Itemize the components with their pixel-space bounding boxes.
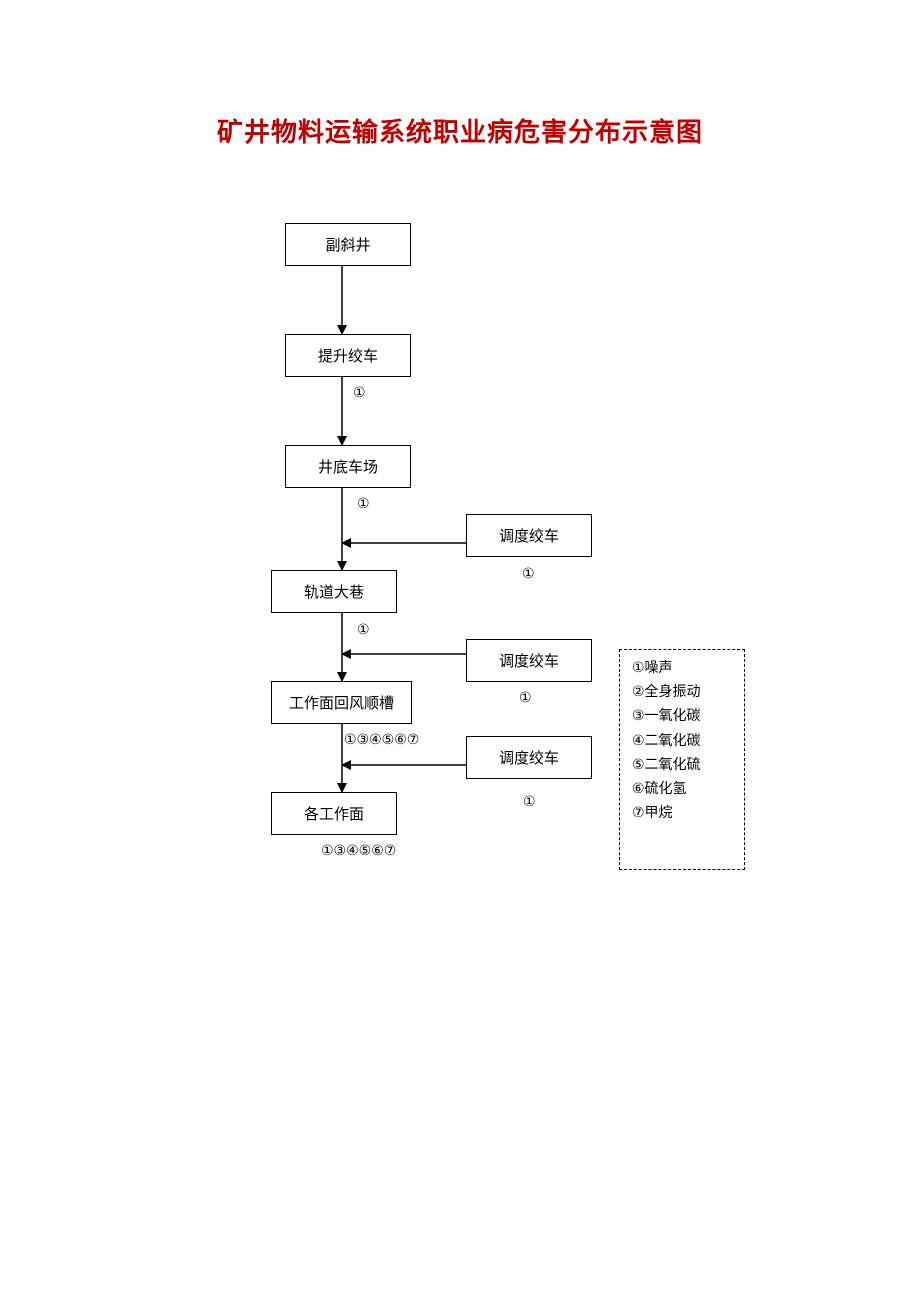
hazard-label-jingdi: ① <box>357 496 370 512</box>
legend-box: ①噪声 ②全身振动 ③一氧化碳 ④二氧化碳 ⑤二氧化硫 ⑥硫化氢 ⑦甲烷 <box>619 649 745 870</box>
hazard-label-huifeng: ①③④⑤⑥⑦ <box>344 732 420 748</box>
node-guidaodaxiang: 轨道大巷 <box>271 570 397 613</box>
node-diaodujiaoche-1: 调度绞车 <box>466 514 592 557</box>
node-tishengjiaoche: 提升绞车 <box>285 334 411 377</box>
legend-item: ①噪声 <box>632 660 673 676</box>
hazard-label-diaodu-1: ① <box>522 566 535 582</box>
legend-item: ③一氧化碳 <box>632 708 701 725</box>
hazard-label-diaodu-3: ① <box>523 794 536 810</box>
legend-item: ⑥硫化氢 <box>632 781 687 798</box>
legend-item: ⑦甲烷 <box>632 805 673 822</box>
node-gegongzuomian: 各工作面 <box>271 792 397 835</box>
hazard-label-diaodu-2: ① <box>519 690 532 706</box>
hazard-label-guidao: ① <box>357 622 370 638</box>
node-fuxiejing: 副斜井 <box>285 223 411 266</box>
hazard-label-tisheng: ① <box>353 385 366 401</box>
hazard-label-gegongzuomian: ①③④⑤⑥⑦ <box>321 843 397 859</box>
legend-item: ②全身振动 <box>632 684 701 701</box>
legend-item: ④二氧化碳 <box>632 732 701 749</box>
page-title: 矿井物料运输系统职业病危害分布示意图 <box>216 118 703 148</box>
legend-item: ⑤二氧化硫 <box>632 756 701 773</box>
node-diaodujiaoche-3: 调度绞车 <box>466 736 592 779</box>
node-diaodujiaoche-2: 调度绞车 <box>466 639 592 682</box>
node-jingdichechang: 井底车场 <box>285 445 411 488</box>
node-gongzuomian-huifengshuncao: 工作面回风顺槽 <box>271 681 412 724</box>
